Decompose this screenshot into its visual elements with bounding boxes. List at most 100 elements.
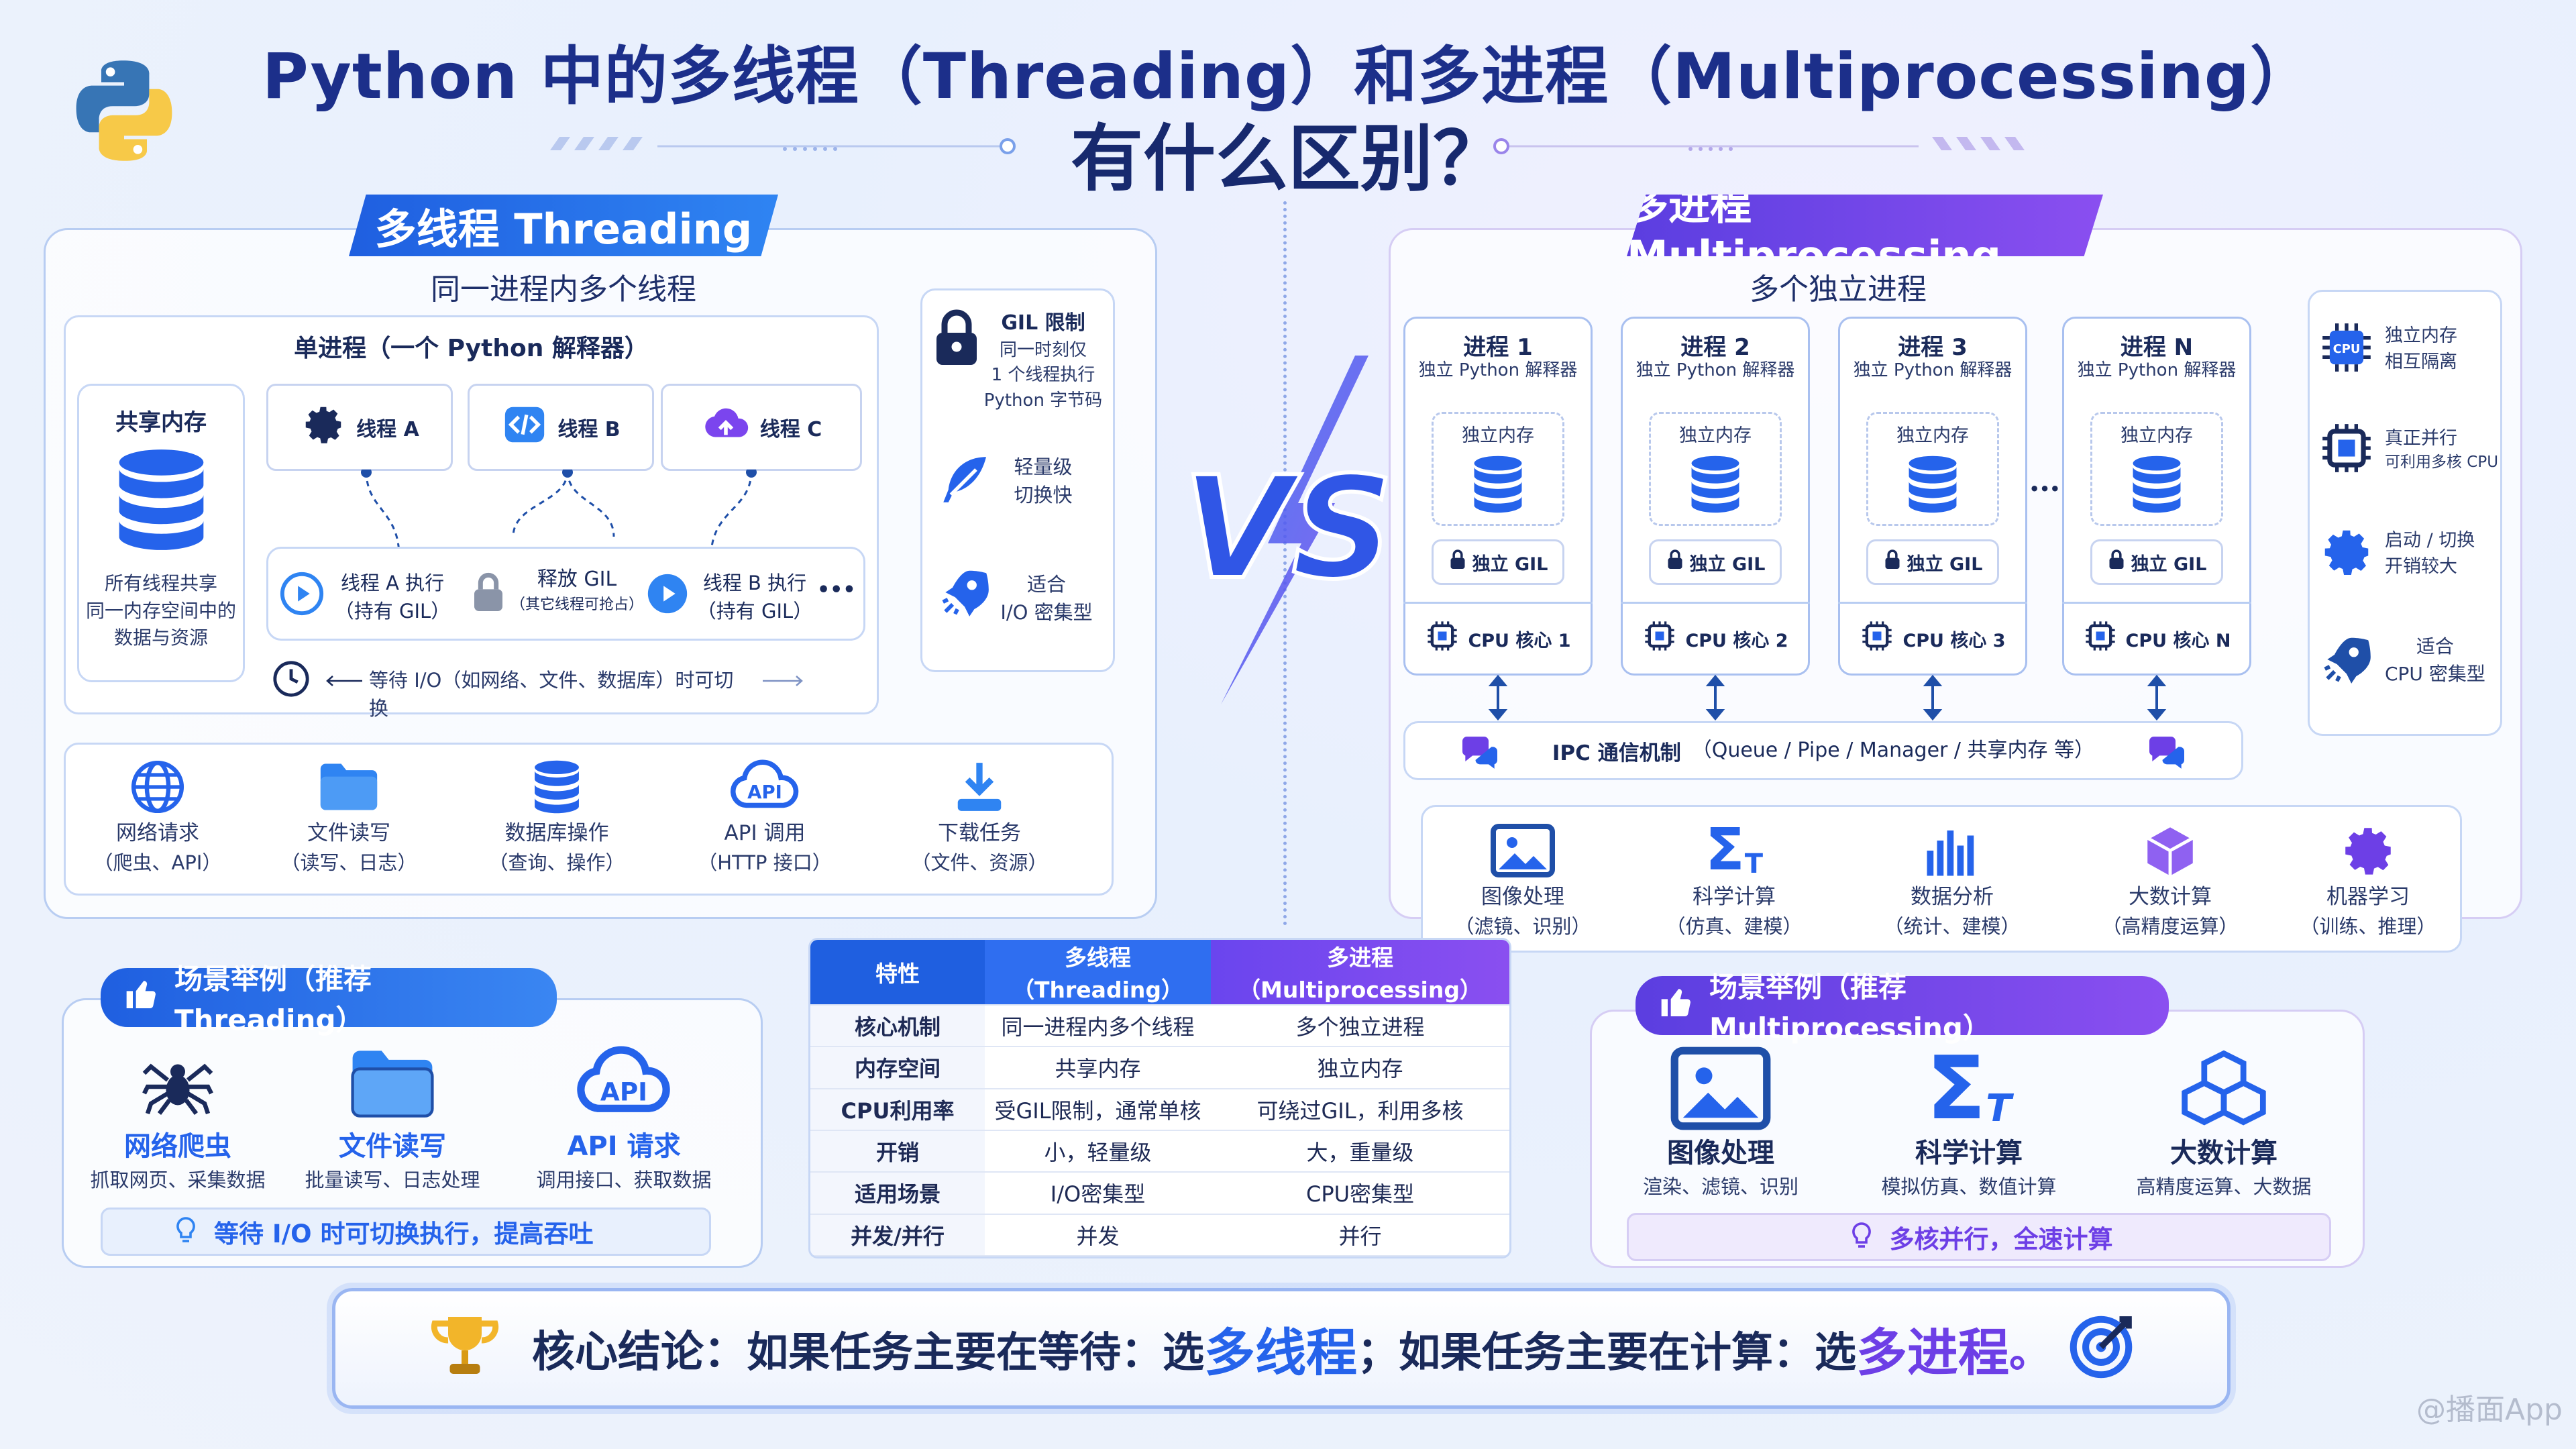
- center-divider: [1283, 201, 1287, 926]
- table-row: 核心机制同一进程内多个线程多个独立进程: [810, 1005, 1509, 1048]
- title-line-1: Python 中的多线程（Threading）和多进程（Multiprocess…: [262, 40, 2314, 113]
- process-gil-tag: 独立 GIL: [1866, 539, 1999, 585]
- execution-timeline: [266, 547, 865, 641]
- vs-emblem: VS: [1181, 342, 1395, 718]
- comparison-table: 特性 多线程（Threading） 多进程（Multiprocessing） 核…: [808, 938, 1511, 1258]
- multiprocessing-subtitle: 多个独立进程: [1750, 272, 1927, 307]
- table-row: 开销小，轻量级大，重量级: [810, 1130, 1509, 1173]
- database-stack-icon: [470, 755, 644, 818]
- side-true-parallel: 真正并行可利用多核 CPU: [2318, 413, 2502, 486]
- table-row: 并发/并行并发并行: [810, 1214, 1509, 1256]
- gear-icon: [2318, 523, 2375, 584]
- ipc-note: （Queue / Pipe / Manager / 共享内存 等）: [1691, 739, 2095, 763]
- task-database: 数据库操作 （查询、操作）: [470, 755, 644, 877]
- process-3-content: 进程 3 独立 Python 解释器 独立内存 独立 GIL CPU 核心 3: [1838, 317, 2027, 676]
- cube-icon: [2083, 818, 2257, 882]
- cubes-icon: [2113, 1043, 2334, 1134]
- api-cloud-icon: API: [523, 1040, 724, 1127]
- io-bound-text: 适合 I/O 密集型: [1000, 573, 1093, 625]
- cpu-chip-icon: [2083, 619, 2118, 659]
- play-icon: [278, 570, 325, 617]
- process-gil-tag: 独立 GIL: [1649, 539, 1782, 585]
- image-icon: [1436, 818, 1610, 882]
- code-icon: [501, 401, 548, 453]
- database-icon: [113, 446, 210, 553]
- folder-icon: [262, 755, 436, 818]
- svg-text:API: API: [600, 1077, 647, 1107]
- table-row: 内存空间共享内存独立内存: [810, 1046, 1509, 1089]
- task-big-number: 大数计算 （高精度运算）: [2083, 818, 2257, 941]
- thread-b-exec: 线程 B 执行 （持有 GIL）: [696, 572, 813, 623]
- lightbulb-icon: [1845, 1220, 1878, 1254]
- cpu-core-tag: CPU 核心 1: [1410, 612, 1586, 665]
- wait-arrow-left: [323, 674, 364, 688]
- lightweight-text: 轻量级 切换快: [1014, 455, 1073, 507]
- process-gil-tag: 独立 GIL: [2090, 539, 2223, 585]
- memory-db-icon: [1688, 454, 1743, 517]
- task-image-processing: 图像处理 （滤镜、识别）: [1436, 818, 1610, 941]
- download-icon: [892, 755, 1067, 818]
- python-logo-icon: [67, 54, 181, 168]
- api-cloud-icon: API: [678, 755, 852, 818]
- conclusion-part3: 。: [2009, 1328, 2051, 1377]
- memory-db-icon: [1470, 454, 1525, 517]
- cpu-core-tag: CPU 核心 3: [1845, 612, 2021, 665]
- rocket-icon: [2318, 631, 2375, 691]
- lock-icon: [1448, 548, 1467, 576]
- threading-subtitle: 同一进程内多个线程: [431, 272, 696, 307]
- cpu-chip-icon: [1425, 619, 1460, 659]
- scene-web-crawler: 网络爬虫 抓取网页、采集数据: [77, 1040, 278, 1194]
- task-data-analysis: 数据分析 （统计、建模）: [1865, 818, 2039, 941]
- thread-a-card: 线程 A: [266, 384, 453, 471]
- gear-icon: [300, 401, 347, 453]
- cpu-chip-icon: [1860, 619, 1894, 659]
- chip-icon: [2318, 419, 2375, 480]
- threading-ribbon: 多线程 Threading: [349, 195, 778, 256]
- lock-icon: [470, 570, 510, 617]
- timeline-more: •••: [817, 578, 856, 602]
- chat-icon-right: [2146, 735, 2188, 773]
- trophy-icon: [425, 1307, 505, 1390]
- rocket-icon: [936, 564, 996, 631]
- table-header: 多进程（Multiprocessing）: [1211, 940, 1509, 1006]
- process-1-content: 进程 1 独立 Python 解释器 独立内存 独立 GIL CPU 核心 1: [1403, 317, 1593, 676]
- table-header-row: 特性 多线程（Threading） 多进程（Multiprocessing）: [810, 940, 1509, 1006]
- clock-icon: [272, 659, 312, 700]
- watermark: @播面App: [2416, 1393, 2563, 1427]
- thread-a-exec: 线程 A 执行 （持有 GIL）: [334, 572, 451, 623]
- scene-threading-pill: 场景举例（推荐 Threading）: [101, 963, 557, 1036]
- conclusion-part2: ；如果任务主要在计算：选: [1356, 1328, 1856, 1377]
- svg-text:API: API: [747, 782, 782, 803]
- gil-limit-text: GIL 限制 同一时刻仅 1 个线程执行 Python 字节码: [983, 311, 1103, 411]
- conclusion-part1: 如果任务主要在等待：选: [746, 1328, 1204, 1377]
- multiprocessing-ribbon: 多进程 Multiprocessing: [1627, 195, 2103, 256]
- shared-memory-title: 共享内存: [115, 409, 207, 436]
- gear-icon: [2281, 818, 2455, 882]
- scene-big-number: 大数计算 高精度运算、大数据: [2113, 1043, 2334, 1201]
- scene-threading-tip: 等待 I/O 时可切换执行，提高吞吐: [101, 1208, 711, 1256]
- thumbs-up-icon: [123, 975, 161, 1020]
- folder-icon: [292, 1040, 493, 1127]
- cpu-icon: CPU: [2318, 319, 2375, 379]
- task-download: 下载任务 （文件、资源）: [892, 755, 1067, 877]
- shared-memory-box: [77, 384, 245, 682]
- wait-arrow-right: [761, 674, 808, 688]
- release-gil: 释放 GIL （其它线程可抢占）: [510, 568, 643, 613]
- shared-memory-desc: 所有线程共享 同一内存空间中的 数据与资源: [85, 572, 236, 649]
- thread-b-label: 线程 B: [557, 418, 621, 441]
- process-2-content: 进程 2 独立 Python 解释器 独立内存 独立 GIL CPU 核心 2: [1621, 317, 1810, 676]
- lock-icon: [1883, 548, 1902, 576]
- process-gil-tag: 独立 GIL: [1432, 539, 1564, 585]
- threading-tasks-bar: [64, 743, 1114, 896]
- lock-closed-icon: [932, 309, 986, 376]
- spider-icon: [77, 1040, 278, 1127]
- title-deco-right: [1489, 134, 2026, 154]
- scene-file-rw: 文件读写 批量读写、日志处理: [292, 1040, 493, 1194]
- process-n-content: 进程 N 独立 Python 解释器 独立内存 独立 GIL CPU 核心 N: [2062, 317, 2251, 676]
- chat-icon: [1459, 735, 1501, 773]
- bar-chart-icon: [1865, 818, 2039, 882]
